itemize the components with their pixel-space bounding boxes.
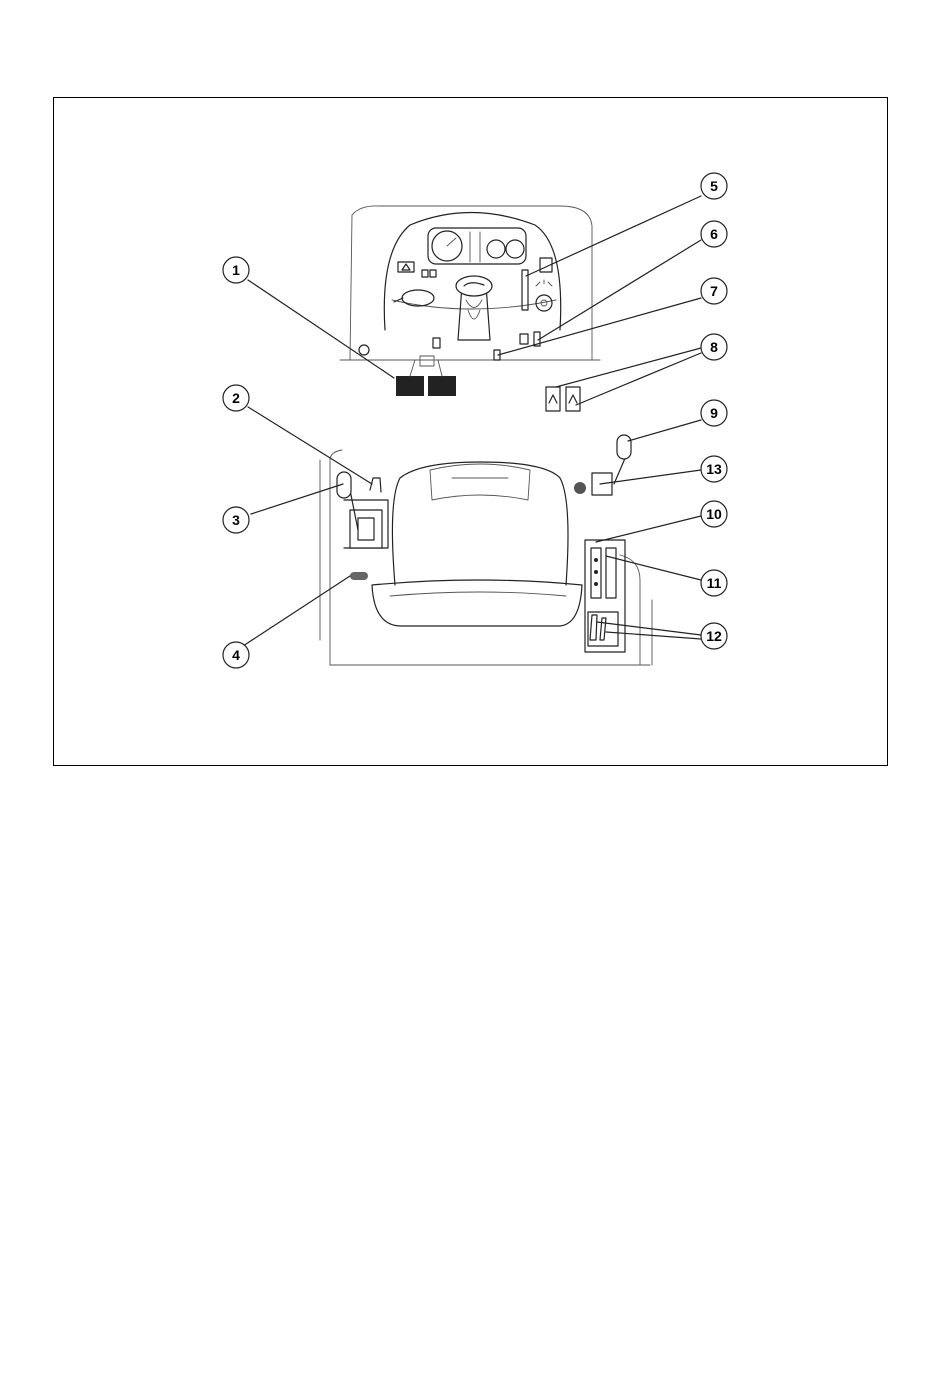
svg-text:7: 7 bbox=[710, 283, 718, 299]
light-switch bbox=[402, 290, 434, 306]
svg-text:2: 2 bbox=[232, 390, 240, 406]
svg-text:8: 8 bbox=[710, 339, 718, 355]
brake-pedal-left bbox=[396, 376, 424, 396]
fuel-gauge bbox=[487, 240, 505, 258]
clutch-pedal bbox=[359, 345, 369, 355]
switch-6 bbox=[520, 334, 528, 344]
callout-4: 4 bbox=[223, 642, 249, 668]
svg-text:3: 3 bbox=[232, 512, 240, 528]
callout-9: 9 bbox=[701, 400, 727, 426]
svg-text:9: 9 bbox=[710, 405, 718, 421]
callout-12: 12 bbox=[701, 623, 727, 649]
rocker-switch-b bbox=[566, 387, 580, 411]
seat-area-view bbox=[320, 435, 652, 665]
callout-8: 8 bbox=[701, 334, 727, 360]
steering-hub bbox=[456, 276, 492, 296]
callout-6: 6 bbox=[701, 221, 727, 247]
callout-11: 11 bbox=[701, 570, 727, 596]
brake-pedal-right bbox=[428, 376, 456, 396]
switch-left bbox=[433, 338, 440, 348]
seat-adjust-handle bbox=[350, 572, 368, 580]
operator-seat bbox=[392, 462, 568, 585]
callout-1: 1 bbox=[223, 257, 249, 283]
callout-5: 5 bbox=[701, 173, 727, 199]
hydraulic-lever-knob bbox=[617, 435, 631, 459]
callout-13: 13 bbox=[701, 456, 727, 482]
svg-text:1: 1 bbox=[232, 262, 240, 278]
svg-text:11: 11 bbox=[707, 575, 722, 591]
callout-3: 3 bbox=[223, 507, 249, 533]
svg-text:4: 4 bbox=[232, 647, 240, 663]
dashboard-view bbox=[340, 206, 600, 411]
svg-text:13: 13 bbox=[706, 461, 722, 477]
svg-text:12: 12 bbox=[706, 628, 722, 644]
svg-text:5: 5 bbox=[710, 178, 718, 194]
instrument-cluster bbox=[428, 228, 526, 264]
rocker-switch-a bbox=[546, 387, 560, 411]
svg-text:6: 6 bbox=[710, 226, 718, 242]
callout-7: 7 bbox=[701, 278, 727, 304]
callout-2: 2 bbox=[223, 385, 249, 411]
temperature-gauge bbox=[506, 240, 524, 258]
knob-13 bbox=[574, 482, 586, 494]
callout-10: 10 bbox=[701, 501, 727, 527]
svg-text:10: 10 bbox=[706, 506, 722, 522]
